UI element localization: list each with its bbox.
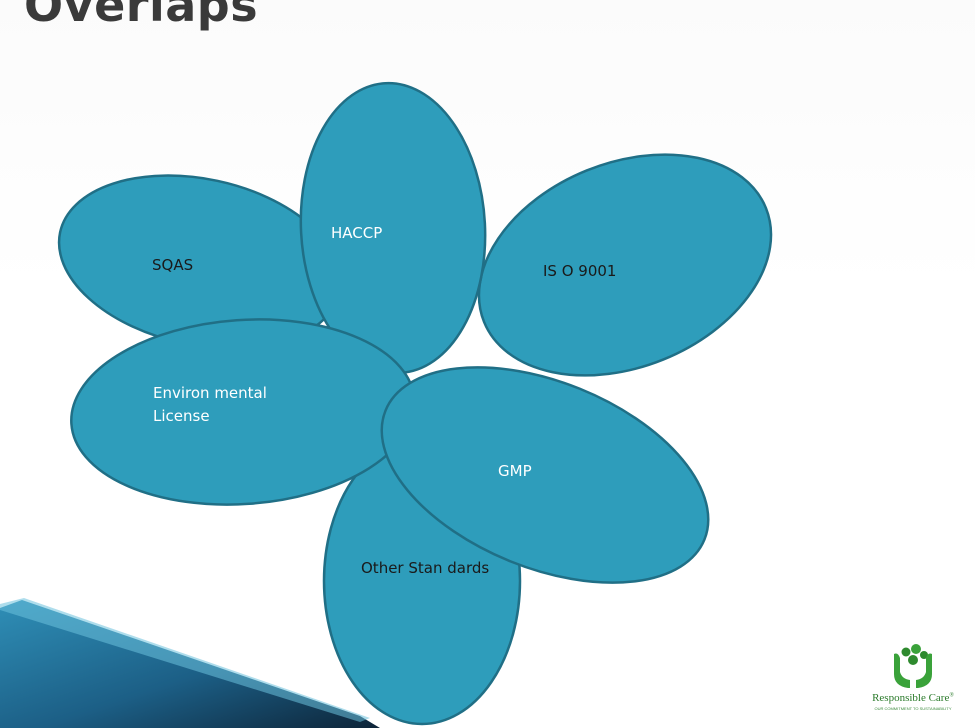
- petal-label-sqas: SQAS: [152, 256, 193, 274]
- responsible-care-wordmark: Responsible Care®: [872, 692, 954, 704]
- petal-label-environmental-license-line2: License: [153, 407, 210, 425]
- petal-gmp: [380, 366, 710, 584]
- petal-iso9001: [477, 153, 773, 377]
- petal-label-haccp: HACCP: [331, 224, 382, 242]
- petal-label-gmp: GMP: [498, 462, 532, 480]
- responsible-care-hands-icon: [894, 644, 932, 688]
- petal-label-iso9001: IS O 9001: [543, 262, 616, 280]
- decorative-ribbon-highlight: [0, 598, 370, 722]
- responsible-care-logo: Responsible Care® OUR COMMITMENT TO SUST…: [858, 640, 968, 716]
- petal-label-environmental-license: Environ mental: [153, 384, 267, 402]
- responsible-care-tagline: OUR COMMITMENT TO SUSTAINABILITY: [874, 706, 952, 711]
- petal-label-other-standards: Other Stan dards: [361, 559, 489, 577]
- slide-title: Overlaps: [24, 0, 259, 32]
